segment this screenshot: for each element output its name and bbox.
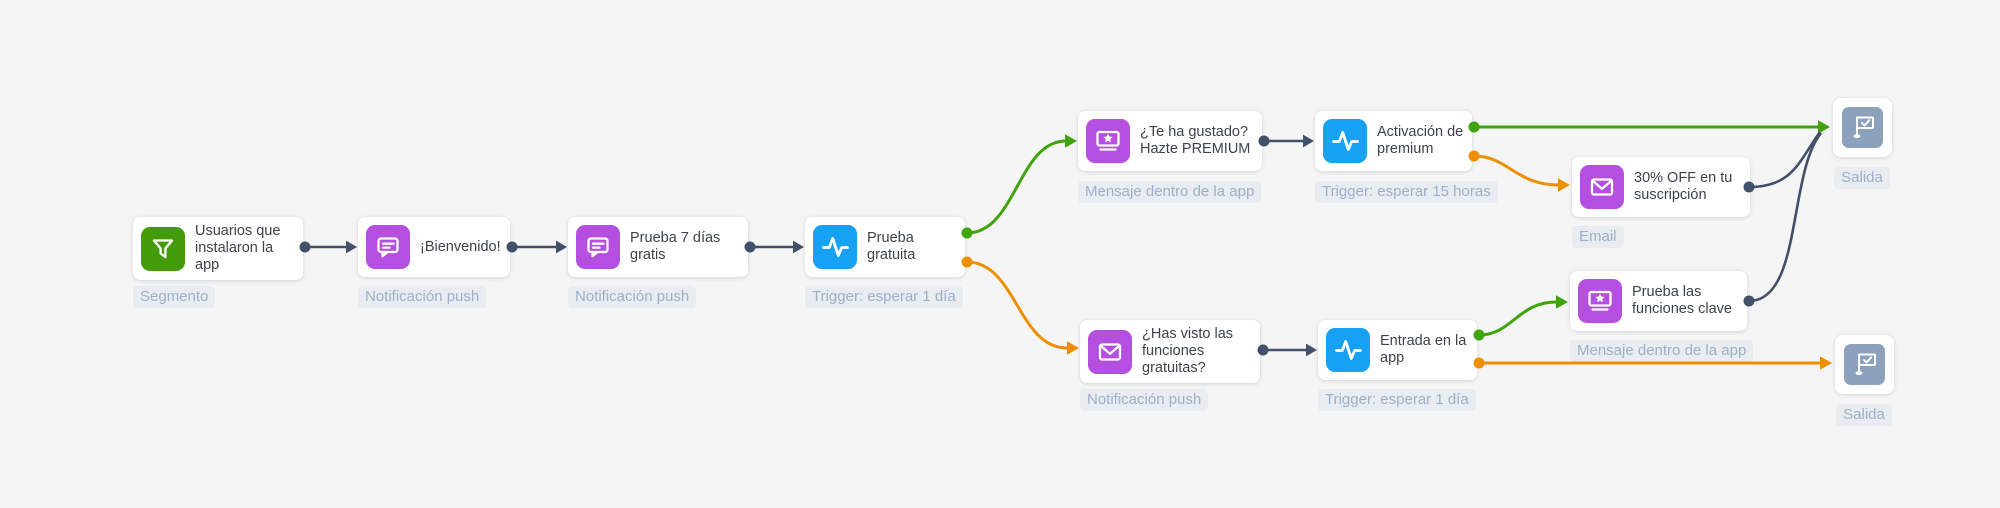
- node-push-welcome[interactable]: ¡Bienvenido!: [358, 217, 510, 277]
- node-inapp-key-features[interactable]: Prueba las funciones clave: [1570, 271, 1747, 331]
- node-type-label: Trigger: esperar 1 día: [805, 286, 963, 308]
- node-email-discount[interactable]: 30% OFF en tu suscripción: [1572, 157, 1750, 217]
- node-type-label: Notificación push: [568, 286, 697, 308]
- node-push-free-features[interactable]: ¿Has visto las funciones gratuitas?: [1080, 320, 1260, 383]
- node-type-label: Mensaje dentro de la app: [1078, 181, 1262, 203]
- edge-trial-to-trigger: [744, 240, 804, 254]
- pulse-icon: [1323, 119, 1367, 163]
- node-title: Activación de premium: [1377, 124, 1464, 157]
- node-exit-bottom[interactable]: [1835, 335, 1894, 394]
- edge-trigger-to-features-push: [961, 256, 1079, 355]
- node-title: Prueba las funciones clave: [1632, 284, 1732, 317]
- edge-key-features-to-exit: [1743, 132, 1823, 307]
- node-type-label: Notificación push: [1080, 389, 1209, 411]
- node-type-label: Trigger: esperar 15 horas: [1315, 181, 1498, 203]
- exit-label: Salida: [1834, 167, 1890, 189]
- node-title: Prueba gratuita: [867, 230, 916, 263]
- ticket-icon: [1086, 119, 1130, 163]
- chat-icon: [366, 225, 410, 269]
- edge-entry-trigger-to-key-features: [1473, 295, 1568, 341]
- node-title: Entrada en la app: [1380, 333, 1467, 366]
- flag-icon: [1844, 344, 1885, 385]
- node-type-label: Notificación push: [358, 286, 487, 308]
- edge-email-to-exit: [1743, 131, 1822, 193]
- edge-features-push-to-entry-trigger: [1257, 343, 1317, 357]
- node-title: ¡Bienvenido!: [420, 238, 501, 255]
- edge-welcome-to-trial: [506, 240, 567, 254]
- edge-segment-to-welcome: [299, 240, 357, 254]
- envelope-icon: [1580, 165, 1624, 209]
- envelope-icon: [1088, 329, 1132, 374]
- pulse-icon: [813, 225, 857, 269]
- chat-icon: [576, 225, 620, 269]
- funnel-icon: [141, 226, 185, 271]
- flag-icon: [1842, 107, 1883, 148]
- pulse-icon: [1326, 328, 1370, 372]
- node-type-label: Trigger: esperar 1 día: [1318, 389, 1476, 411]
- node-title: Usuarios que instalaron la app: [195, 223, 281, 273]
- node-exit-top[interactable]: [1833, 98, 1892, 157]
- node-title: 30% OFF en tu suscripción: [1634, 170, 1733, 203]
- node-title: ¿Has visto las funciones gratuitas?: [1142, 326, 1234, 376]
- edge-premium-trigger-to-exit: [1468, 120, 1830, 134]
- node-segment-users[interactable]: Usuarios que instalaron la app: [133, 217, 303, 280]
- node-title: Prueba 7 días gratis: [630, 230, 721, 263]
- exit-label: Salida: [1836, 404, 1892, 426]
- ticket-icon: [1578, 279, 1622, 323]
- edge-trigger-to-premium-message: [961, 134, 1077, 239]
- node-inapp-premium[interactable]: ¿Te ha gustado? Hazte PREMIUM: [1078, 111, 1262, 171]
- node-trigger-premium-activation[interactable]: Activación de premium: [1315, 111, 1472, 171]
- node-title: ¿Te ha gustado? Hazte PREMIUM: [1140, 124, 1251, 157]
- edge-premium-message-to-premium-trigger: [1258, 134, 1314, 148]
- node-trigger-app-entry[interactable]: Entrada en la app: [1318, 320, 1477, 380]
- node-trigger-free-trial[interactable]: Prueba gratuita: [805, 217, 965, 277]
- node-push-trial[interactable]: Prueba 7 días gratis: [568, 217, 748, 277]
- node-type-label: Segmento: [133, 286, 216, 308]
- node-type-label: Email: [1572, 226, 1624, 248]
- node-type-label: Mensaje dentro de la app: [1570, 340, 1754, 362]
